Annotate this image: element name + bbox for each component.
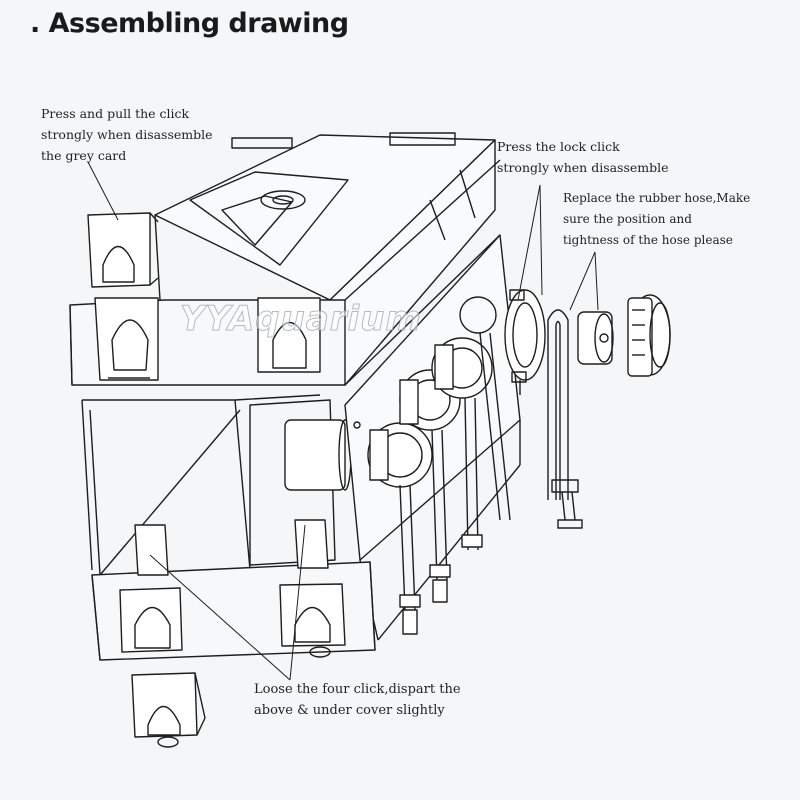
pump-head [368,423,432,634]
callout-rubber-hose: Replace the rubber hose,Make sure the po… [563,191,751,247]
watermark-text: YYAquarium [180,299,422,340]
lock-click-ring [505,290,545,395]
pump-cap [628,295,670,376]
page-title: . Assembling drawing [30,8,349,39]
pump-heads [368,297,510,634]
callout-grey-card: Press and pull the click strongly when d… [41,106,213,163]
leader-lines [88,162,598,680]
rubber-hose [548,310,582,528]
bottom-base [92,520,375,660]
control-knob-icon [261,191,305,209]
pump-head [432,338,492,550]
top-clip-part [88,213,158,287]
pump-rotor [578,312,613,364]
lower-housing [82,395,351,575]
upper-frame [70,160,500,385]
motor-cylinder [285,420,345,490]
bottom-clip-part [132,673,205,747]
callout-lock-click: Press the lock click strongly when disas… [497,139,669,175]
callout-four-click: Loose the four click,dispart the above &… [254,682,461,718]
exploded-pump-parts [505,290,670,528]
